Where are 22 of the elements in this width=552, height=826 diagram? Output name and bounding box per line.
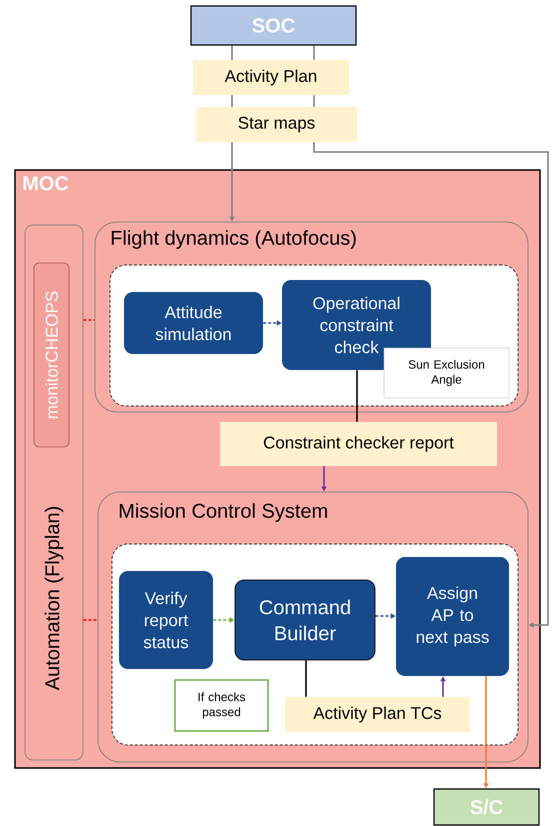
connector-line (83, 319, 95, 321)
connector-line (83, 619, 98, 621)
process-box: Verify report status (119, 571, 213, 669)
data-label-box: Activity Plan TCs (285, 697, 470, 732)
monitor-tab: monitorCHEOPS (34, 262, 70, 448)
system-box: S/C (433, 788, 540, 826)
data-label-box: Activity Plan (193, 60, 349, 95)
connector-line (231, 95, 233, 107)
process-box: Assign AP to next pass (396, 557, 509, 676)
data-label-box: Star maps (196, 107, 357, 142)
note-box: Sun Exclusion Angle (384, 348, 510, 398)
connector-line (313, 95, 315, 107)
condition-box: If checks passed (174, 679, 269, 732)
connector-line (356, 370, 358, 422)
process-box: Attitude simulation (124, 292, 263, 354)
data-label-box: Constraint checker report (220, 422, 497, 466)
system-box: SOC (190, 5, 357, 46)
connector-line (231, 46, 233, 60)
arrow (313, 142, 549, 628)
connector-line (313, 46, 315, 60)
connector-line (305, 660, 307, 697)
process-box: Command Builder (234, 580, 376, 660)
